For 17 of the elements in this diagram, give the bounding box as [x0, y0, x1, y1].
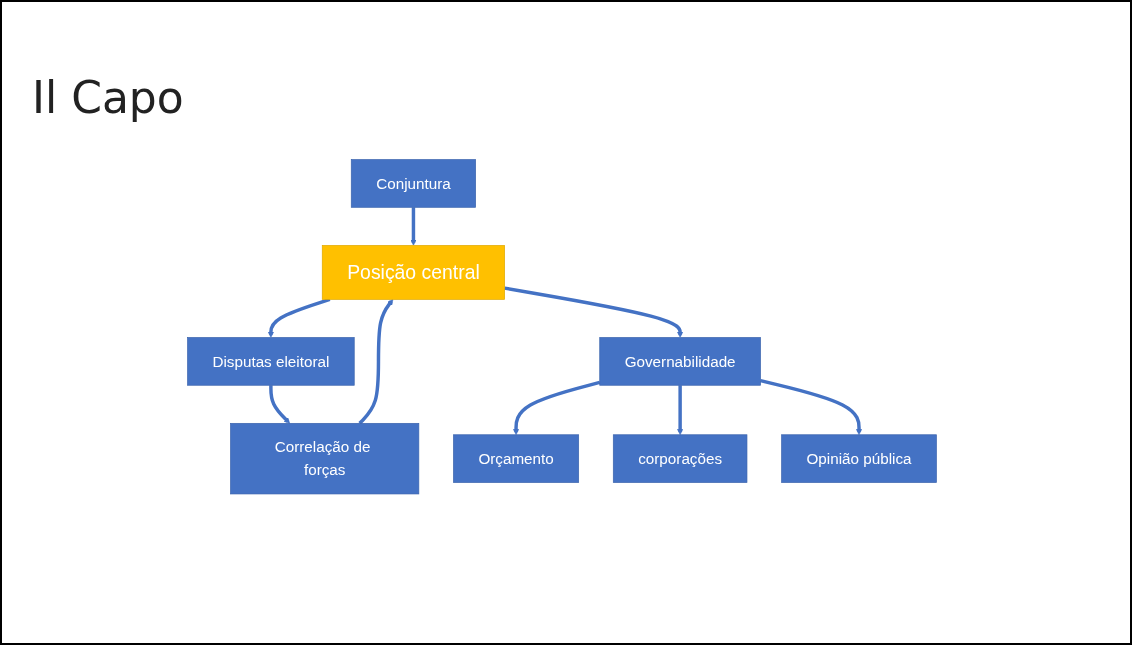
- node-box: Orçamento: [453, 434, 579, 484]
- node-box: Opinião pública: [781, 434, 937, 484]
- node-box: Correlação de forças: [230, 423, 420, 495]
- arrow: [513, 381, 601, 436]
- arrow: [677, 385, 684, 436]
- node-box: Posição central: [321, 245, 505, 300]
- arrow: [760, 379, 863, 436]
- diagram-title: Il Capo: [32, 72, 184, 123]
- arrow: [267, 298, 331, 338]
- node-box: Conjuntura: [350, 159, 476, 208]
- arrow: [410, 207, 417, 246]
- arrow: [269, 385, 290, 424]
- node-box: Disputas eleitoral: [187, 337, 355, 386]
- arrow: [358, 299, 394, 425]
- node-box: corporações: [612, 434, 748, 484]
- arrow: [504, 286, 684, 338]
- node-box: Governabilidade: [599, 337, 761, 386]
